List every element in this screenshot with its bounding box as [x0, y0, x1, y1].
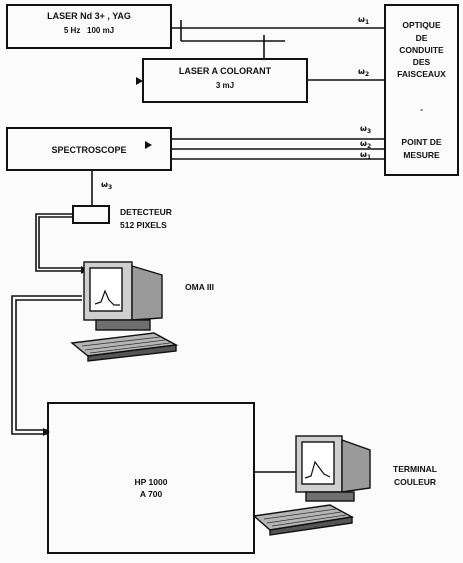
optics-line-2: DE: [415, 33, 428, 43]
laser-yag-title: LASER Nd 3+ , YAG: [47, 11, 131, 21]
terminal-computer-icon: [252, 435, 371, 536]
beam-label-w1: ω1: [358, 15, 369, 27]
detector-line-1: DETECTEUR: [120, 207, 172, 217]
beam-label-w3-upper: ω3: [360, 124, 371, 136]
laser-yag-box: [6, 4, 172, 49]
spectroscope-label: SPECTROSCOPE: [51, 145, 127, 155]
detector-box: [72, 205, 110, 224]
omega-index: 2: [366, 143, 372, 150]
beam-label-w1-lower: ω1: [360, 150, 371, 162]
omega-index: 1: [364, 19, 370, 26]
laser-dye-title: LASER A COLORANT: [178, 66, 272, 76]
hp1000-box: [47, 402, 255, 554]
hp-line-2: A 700: [139, 489, 163, 499]
oma-computer-icon: [70, 261, 179, 362]
omega-symbol: ω: [101, 180, 108, 189]
omega-index: 3: [366, 128, 372, 135]
optics-line-7: MESURE: [403, 150, 440, 160]
omega-index: 2: [364, 71, 370, 78]
detector-line-2: 512 PIXELS: [120, 220, 167, 230]
optics-box: [384, 4, 459, 176]
optics-separator: -: [420, 104, 423, 114]
omega-index: 1: [366, 154, 372, 161]
terminal-line-1: TERMINAL: [393, 464, 437, 474]
arrowheads: [43, 77, 152, 436]
omega-symbol: ω: [358, 15, 365, 24]
optics-line-6: POINT DE: [401, 137, 442, 147]
optics-line-5: FAISCEAUX: [397, 69, 446, 79]
beam-label-w3-detector: ω3: [101, 180, 112, 192]
oma-label: OMA III: [185, 282, 214, 292]
terminal-line-2: COULEUR: [394, 477, 437, 487]
beam-label-w2-lower: ω2: [360, 139, 371, 151]
arrow-into-spectroscope: [145, 141, 152, 149]
arrow-into-hp: [43, 428, 50, 436]
omega-symbol: ω: [360, 150, 367, 159]
hp-line-1: HP 1000: [134, 477, 168, 487]
beam-label-w2: ω2: [358, 67, 369, 79]
omega-symbol: ω: [360, 124, 367, 133]
optics-line-4: DES: [412, 57, 431, 67]
omega-symbol: ω: [358, 67, 365, 76]
omega-index: 3: [107, 184, 113, 191]
optics-line-1: OPTIQUE: [402, 20, 441, 30]
laser-dye-energy: 3 mJ: [215, 81, 235, 90]
arrow-into-dye: [136, 77, 143, 85]
optics-line-3: CONDUITE: [399, 45, 444, 55]
omega-symbol: ω: [360, 139, 367, 148]
laser-yag-specs: 5 Hz 100 mJ: [63, 26, 115, 35]
